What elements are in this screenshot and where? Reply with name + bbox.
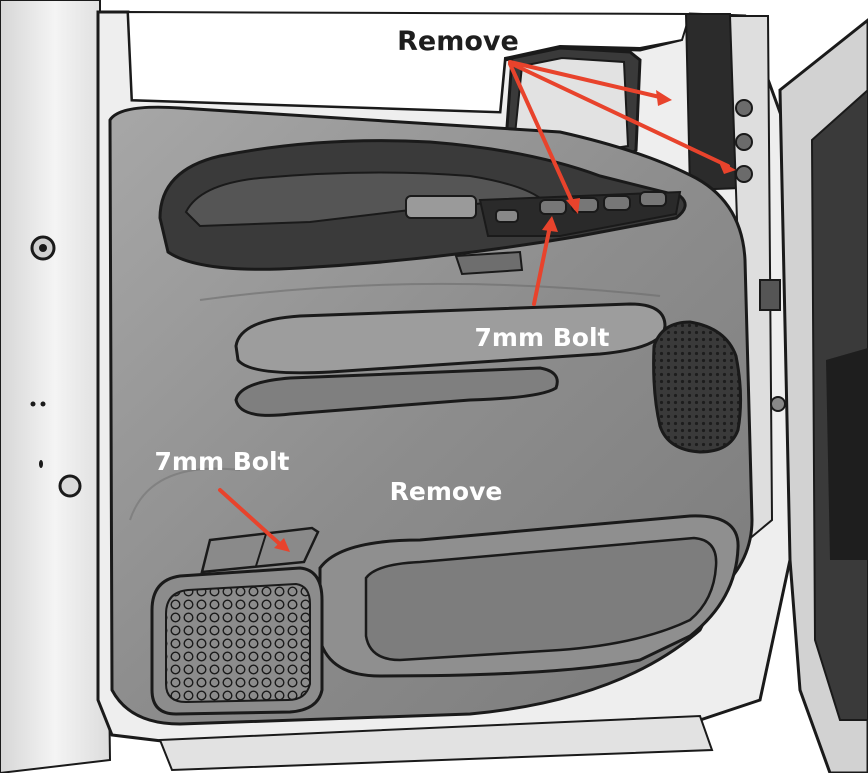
label-bolt-handle: 7mm Bolt xyxy=(475,323,610,352)
arrow-heads xyxy=(274,90,736,552)
trim-plug-icon xyxy=(735,133,753,151)
arrow-to-pillar-trim xyxy=(508,60,666,100)
inner-handle xyxy=(405,195,477,219)
map-pocket xyxy=(234,302,667,417)
speaker-grill-upper xyxy=(652,320,743,454)
speaker-grill-lower xyxy=(150,566,324,716)
arrow-to-lower-bolt xyxy=(218,488,284,548)
door-handle-bar xyxy=(158,139,687,276)
label-remove-panel: Remove xyxy=(390,477,503,506)
callout-arrows xyxy=(218,60,730,548)
label-bolt-lower: 7mm Bolt xyxy=(155,447,290,476)
lower-switch-plate xyxy=(200,526,320,574)
lower-armrest xyxy=(318,514,740,678)
arrow-to-switch-bezel xyxy=(508,62,576,208)
striker-bolt-icon xyxy=(58,474,82,498)
label-remove-top: Remove xyxy=(397,26,519,57)
opened-door-edge xyxy=(778,18,868,773)
trim-plug-icon xyxy=(735,99,753,117)
arrow-to-handle-bolt xyxy=(532,224,552,306)
body-pillar xyxy=(0,0,112,773)
trim-plug-icon xyxy=(735,165,753,183)
door-sill xyxy=(158,714,714,772)
arrow-to-hinge-plug xyxy=(510,62,730,168)
